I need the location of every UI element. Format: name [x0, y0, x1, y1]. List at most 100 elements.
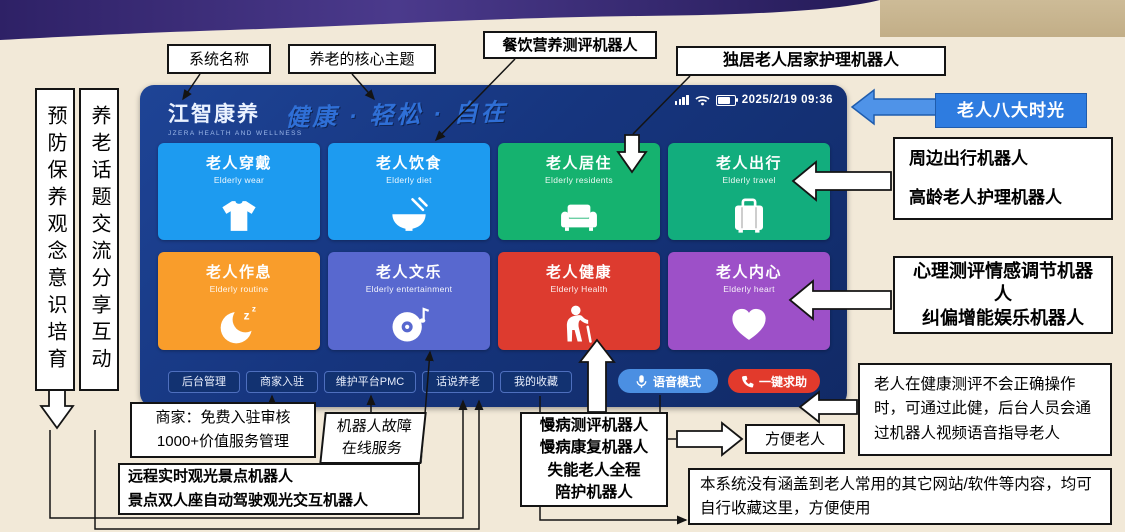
nav-backend-button[interactable]: 后台管理 — [168, 371, 240, 393]
callout-text: 餐饮营养测评机器人 — [502, 36, 638, 54]
tile-subtitle: Elderly entertainment — [365, 284, 453, 294]
food-bowl-icon — [392, 197, 428, 231]
nav-talk-button[interactable]: 话说养老 — [422, 371, 494, 393]
phone-help-icon — [742, 375, 754, 387]
callout-core-theme: 养老的核心主题 — [288, 44, 436, 74]
callout-line: 在线服务 — [340, 440, 403, 457]
app-logo-subtitle: JZERA HEALTH AND WELLNESS — [168, 130, 303, 137]
callout-text: 养老话题交流分享互动 — [88, 104, 110, 375]
microphone-icon — [636, 374, 647, 388]
callout-line: 商家：免费入驻审核 — [155, 409, 291, 426]
callout-heart-robots: 心理测评情感调节机器人 纠偏增能娱乐机器人 — [893, 256, 1113, 334]
callout-travel-robots: 周边出行机器人 高龄老人护理机器人 — [893, 137, 1113, 220]
tile-subtitle: Elderly wear — [213, 175, 265, 185]
callout-sos-note: 老人在健康测评不会正确操作时，可通过此健，后台人员会通过机器人视频语音指导老人 — [858, 363, 1112, 456]
sleep-z-glyph: z — [244, 309, 250, 323]
tile-title: 老人内心 — [715, 264, 782, 281]
nav-merchant-button[interactable]: 商家入驻 — [246, 371, 318, 393]
callout-vertical-prevention: 预防保养观念意识培育 — [35, 88, 75, 391]
voice-mode-label: 语音模式 — [652, 374, 701, 389]
tile-subtitle: Elderly diet — [386, 175, 432, 185]
tile-subtitle: Elderly residents — [545, 175, 613, 185]
callout-line: 机器人故障 — [335, 417, 413, 435]
tile-subtitle: Elderly Health — [550, 284, 608, 294]
tile-elderly-entertainment[interactable]: 老人文乐 Elderly entertainment — [328, 252, 490, 350]
callout-text: 方便老人 — [764, 430, 825, 448]
music-disc-icon — [392, 307, 430, 342]
callout-line: 慢病康复机器人 — [539, 439, 649, 457]
sleep-z-glyph: z — [252, 304, 256, 313]
callout-system-name: 系统名称 — [167, 44, 271, 74]
callout-line: 景点双人座自动驾驶观光交互机器人 — [128, 492, 369, 509]
wifi-icon — [695, 95, 710, 106]
callout-line: 远程实时观光景点机器人 — [128, 468, 294, 485]
callout-vertical-topics: 养老话题交流分享互动 — [79, 88, 119, 391]
tile-title: 老人居住 — [545, 155, 612, 172]
nav-pmc-button[interactable]: 维护平台PMC — [324, 371, 416, 393]
tile-elderly-wear[interactable]: 老人穿戴 Elderly wear — [158, 143, 320, 240]
voice-mode-button[interactable]: 语音模式 — [618, 369, 718, 393]
tile-elderly-travel[interactable]: 老人出行 Elderly travel — [668, 143, 830, 240]
callout-line: 失能老人全程 — [547, 461, 641, 479]
callout-text: 独居老人居家护理机器人 — [722, 51, 899, 69]
tile-elderly-health[interactable]: 老人健康 Elderly Health — [498, 252, 660, 350]
app-logo-title: 江智康养 — [168, 103, 260, 126]
app-slogan: 健康 · 轻松 · 自在 — [284, 99, 509, 132]
callout-line: 心理测评情感调节机器人 — [913, 260, 1093, 305]
tile-elderly-routine[interactable]: 老人作息 Elderly routine z z — [158, 252, 320, 350]
callout-text: 老人在健康测评不会正确操作时，可通过此健，后台人员会通过机器人视频语音指导老人 — [874, 376, 1092, 442]
tshirt-icon — [222, 201, 256, 231]
callout-favorites-note: 本系统没有涵盖到老人常用的其它网站/软件等内容，均可自行收藏这里，方便使用 — [688, 468, 1112, 525]
tile-elderly-residents[interactable]: 老人居住 Elderly residents — [498, 143, 660, 240]
elder-cane-icon — [566, 305, 592, 343]
callout-text: 预防保养观念意识培育 — [44, 104, 66, 375]
heart-icon — [732, 308, 766, 340]
app-logo: 江智康养 JZERA HEALTH AND WELLNESS — [168, 98, 303, 137]
tile-elderly-heart[interactable]: 老人内心 Elderly heart — [668, 252, 830, 350]
callout-dining-robot: 餐饮营养测评机器人 — [483, 31, 657, 59]
status-datetime: 2025/2/19 09:36 — [741, 94, 833, 106]
tile-subtitle: Elderly routine — [209, 284, 269, 294]
callout-text: 本系统没有涵盖到老人常用的其它网站/软件等内容，均可自行收藏这里，方便使用 — [700, 476, 1092, 517]
tile-title: 老人出行 — [715, 155, 782, 172]
sos-label: 一键求助 — [758, 374, 807, 389]
top-right-banner — [880, 0, 1125, 37]
tile-title: 老人穿戴 — [205, 155, 272, 172]
tile-title: 老人文乐 — [375, 264, 442, 281]
signal-icon — [674, 95, 689, 105]
tile-title: 老人作息 — [205, 264, 272, 281]
callout-line: 高龄老人护理机器人 — [909, 188, 1062, 208]
callout-maintenance: 机器人故障 在线服务 — [319, 412, 427, 464]
battery-icon — [715, 94, 738, 106]
suitcase-icon — [735, 198, 763, 233]
sos-button[interactable]: 一键求助 — [728, 369, 820, 393]
status-bar: 2025/2/19 09:36 — [674, 94, 833, 106]
purple-ribbon-decoration — [0, 0, 880, 40]
tile-subtitle: Elderly travel — [722, 175, 776, 185]
callout-sightseeing: 远程实时观光景点机器人 景点双人座自动驾驶观光交互机器人 — [118, 463, 420, 515]
callout-line: 1000+价值服务管理 — [156, 433, 290, 450]
callout-line: 纠偏增能娱乐机器人 — [922, 307, 1084, 328]
callout-health-robots: 慢病测评机器人 慢病康复机器人 失能老人全程 陪护机器人 — [520, 412, 668, 507]
tile-title: 老人健康 — [545, 264, 612, 281]
callout-merchant: 商家：免费入驻审核 1000+价值服务管理 — [130, 402, 316, 458]
nav-favorites-button[interactable]: 我的收藏 — [500, 371, 572, 393]
callout-text: 老人八大时光 — [957, 100, 1065, 120]
arrow-convenient-right — [676, 421, 744, 457]
callout-eight-times: 老人八大时光 — [935, 93, 1087, 128]
callout-line: 陪护机器人 — [555, 483, 633, 501]
tablet-screen: 江智康养 JZERA HEALTH AND WELLNESS 健康 · 轻松 ·… — [140, 85, 847, 407]
callout-text: 系统名称 — [188, 50, 249, 68]
sleep-moon-icon: z z — [217, 303, 261, 347]
callout-convenient: 方便老人 — [745, 424, 845, 454]
callout-text: 养老的核心主题 — [309, 50, 415, 68]
tile-title: 老人饮食 — [375, 155, 442, 172]
sofa-icon — [561, 204, 597, 231]
tile-subtitle: Elderly heart — [723, 284, 775, 294]
callout-living-robot: 独居老人居家护理机器人 — [676, 46, 946, 76]
tile-elderly-diet[interactable]: 老人饮食 Elderly diet — [328, 143, 490, 240]
arrow-vertical-down — [39, 388, 75, 430]
arrow-eight-times-left — [850, 88, 938, 126]
callout-line: 周边出行机器人 — [909, 149, 1028, 168]
